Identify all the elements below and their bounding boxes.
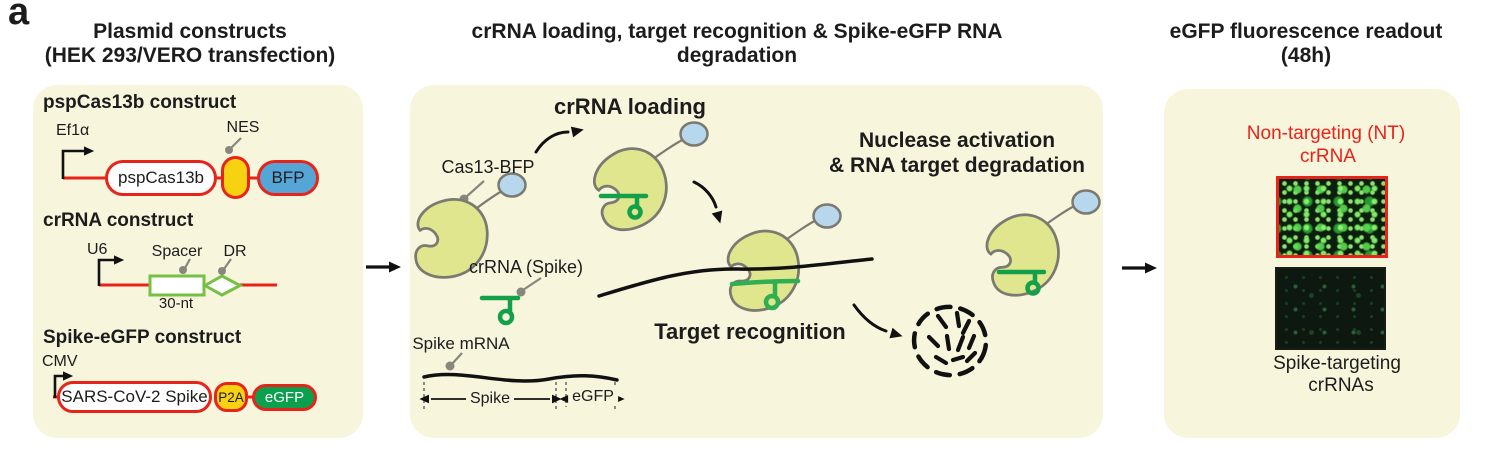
step-target-recognition: Target recognition [654, 319, 846, 344]
crrna-spike-label: crRNA (Spike) [468, 257, 584, 277]
fluorescence-readout-panel [1164, 89, 1460, 438]
dr-label: DR [223, 243, 247, 260]
spike-crna-micrograph [1275, 267, 1386, 350]
spike-mrna-label: Spike mRNA [412, 334, 510, 353]
p2a-text: P2A [218, 389, 244, 405]
nt-crrna-label-line1: Non-targeting (NT) [1246, 123, 1406, 144]
spike-targeting-label-line1: Spike-targeting [1273, 353, 1401, 374]
step-crrna-loading: crRNA loading [554, 94, 706, 119]
ef1a-promoter-label: Ef1α [56, 122, 90, 139]
nes-label: NES [226, 119, 260, 136]
cas13-bfp-label: Cas13-BFP [441, 157, 535, 177]
construct3-header: Spike-eGFP construct [43, 327, 242, 348]
mid-title-line2: degradation [676, 44, 798, 67]
u6-promoter-label: U6 [87, 241, 108, 258]
spacer-label: Spacer [151, 243, 203, 260]
sars-cov2-spike-text: SARS-CoV-2 Spike [61, 387, 208, 406]
spacer-length-label: 30-nt [158, 295, 194, 312]
egfp-text: eGFP [264, 389, 305, 406]
step-nuclease-line2: & RNA target degradation [829, 154, 1085, 177]
nt-crna-micrograph [1276, 176, 1388, 258]
bfp-text: BFP [271, 168, 305, 187]
construct2-header: crRNA construct [43, 210, 194, 231]
right-title-line1: eGFP fluorescence readout [1169, 20, 1443, 43]
sars-cov2-spike-box: SARS-CoV-2 Spike [57, 381, 212, 413]
p2a-box: P2A [214, 382, 248, 412]
flow-arrow-1 [366, 261, 401, 273]
nt-crrna-label-line2: crRNA [1300, 146, 1356, 167]
construct1-header: pspCas13b construct [43, 92, 237, 113]
egfp-box: eGFP [252, 384, 317, 411]
pspcas13b-gene-text: pspCas13b [117, 168, 204, 187]
bfp-box: BFP [257, 160, 319, 196]
mid-title-line1: crRNA loading, target recognition & Spik… [471, 20, 1003, 43]
flow-arrow-2 [1122, 262, 1157, 274]
pspcas13b-gene-box: pspCas13b [105, 160, 217, 196]
spike-targeting-label-line2: crRNAs [1308, 375, 1374, 396]
left-title-line2: (HEK 293/VERO transfection) [44, 44, 336, 67]
mrna-region-egfp-label: eGFP [568, 388, 618, 406]
nes-box [221, 156, 250, 199]
cmv-promoter-label: CMV [42, 353, 78, 370]
left-title-line1: Plasmid constructs [93, 20, 287, 43]
figure-label: a [8, 0, 30, 33]
step-nuclease-line1: Nuclease activation [858, 129, 1056, 152]
right-title-line2: (48h) [1280, 44, 1332, 67]
mrna-region-spike-label: Spike [465, 390, 515, 408]
